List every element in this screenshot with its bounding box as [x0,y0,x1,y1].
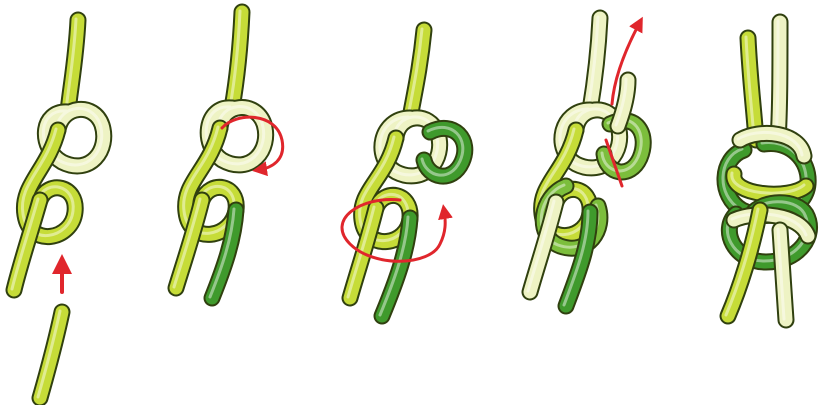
step-4-rope [528,17,643,306]
rope-segment [732,173,806,194]
rope-segment [408,29,424,118]
rope-segment [778,229,786,320]
rope-segment [732,214,808,236]
rope-segment [776,21,780,140]
step-2-rope [174,11,266,298]
rope-segment [588,17,600,110]
rope-segment [616,79,628,126]
step-5-panel [723,21,810,320]
step-5-rope [723,21,810,320]
step-3-rope [348,29,465,316]
rope-segment [38,311,62,398]
step-1-panel [12,19,104,398]
step-1-rope [12,19,104,398]
step-2-panel [174,11,283,298]
rope-segment [746,37,756,140]
step-3-panel [342,29,465,316]
step-4-panel [528,17,643,306]
rope-segment [66,19,78,112]
rope-segment [230,11,242,108]
